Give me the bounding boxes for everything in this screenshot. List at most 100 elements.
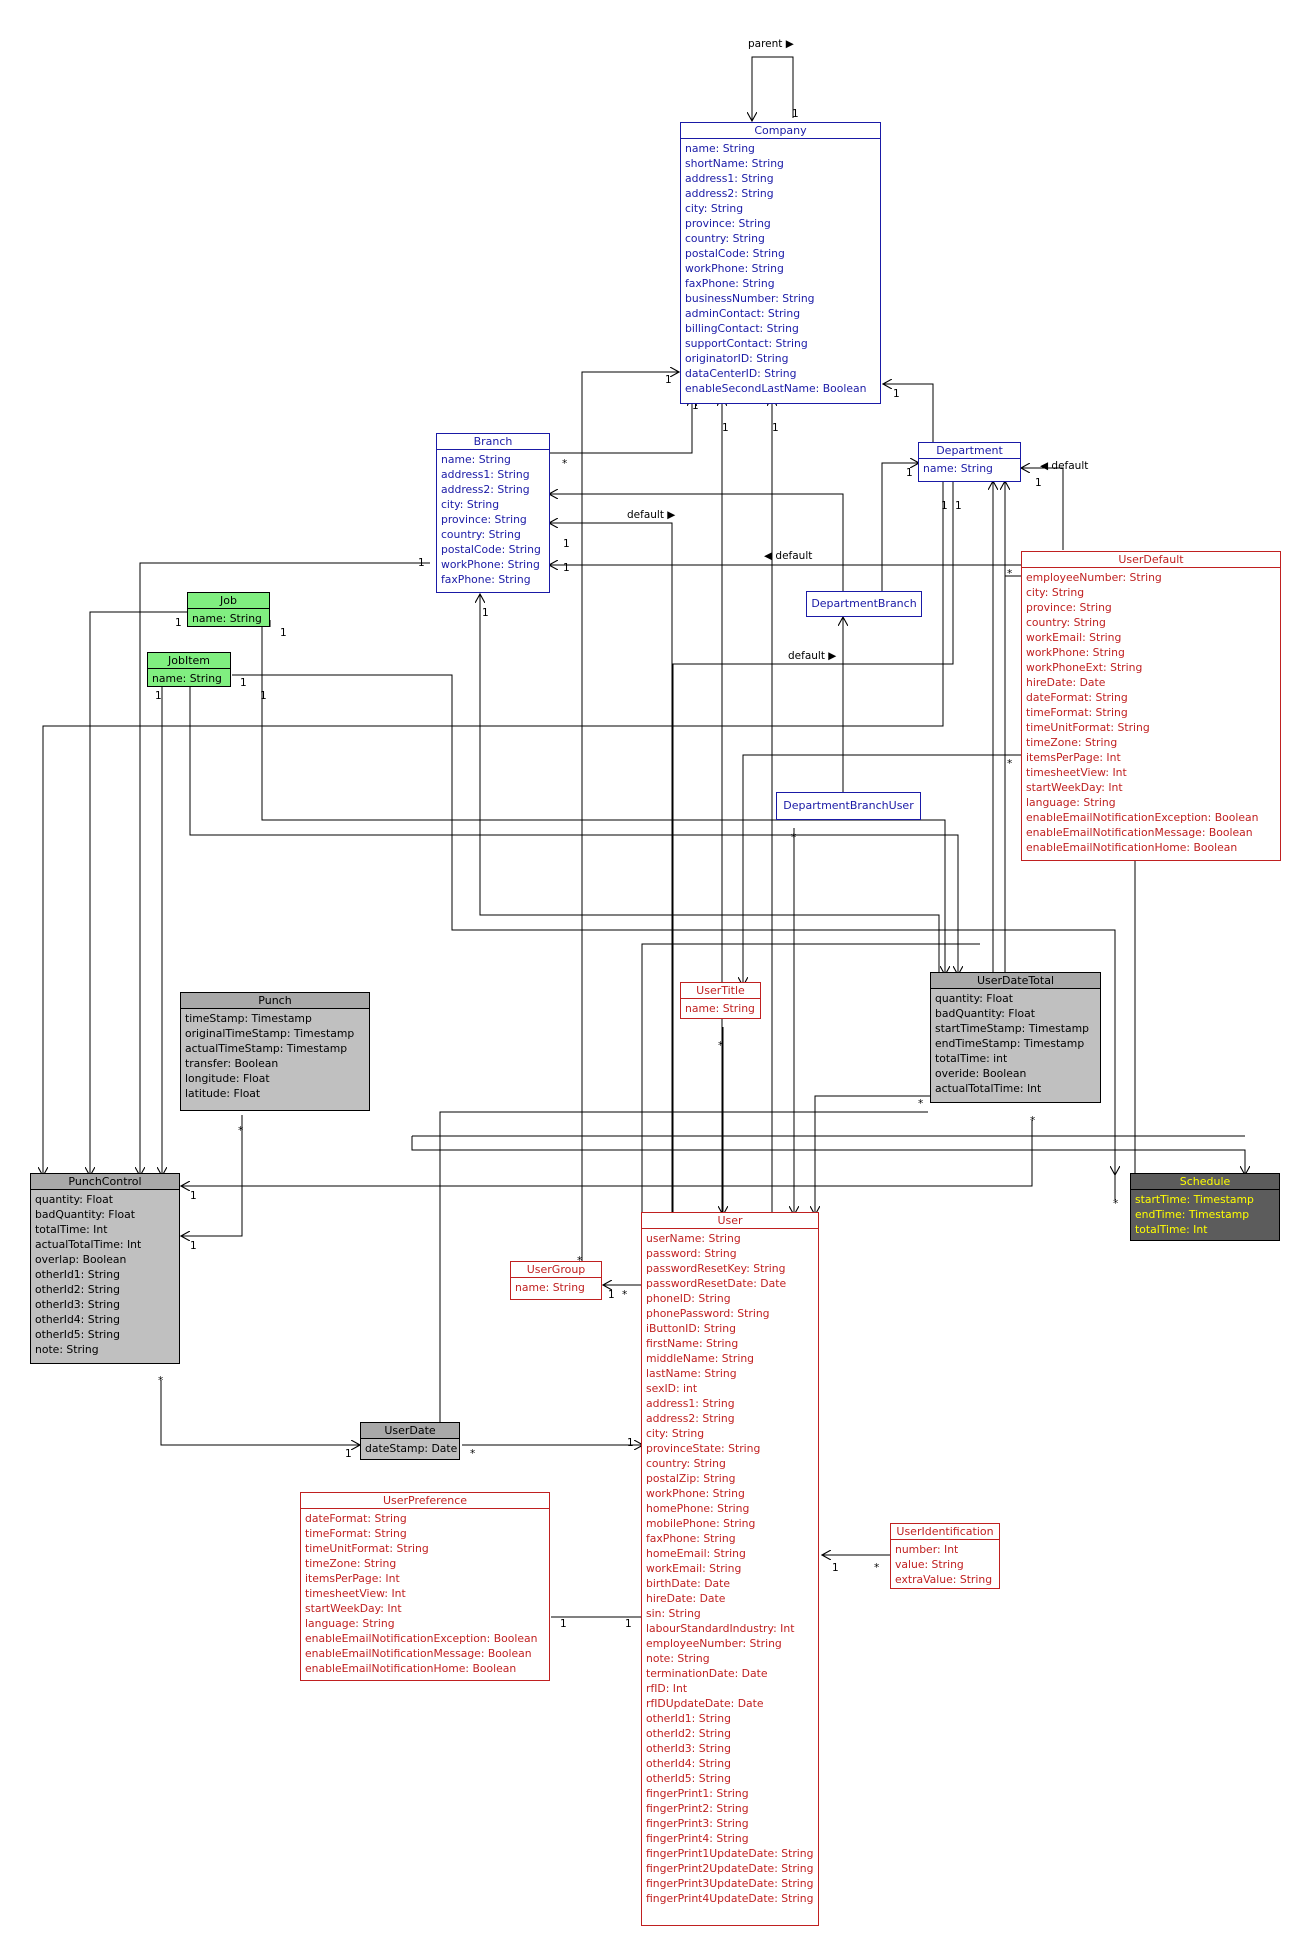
attribute-row: timeUnitFormat: String xyxy=(1026,721,1150,734)
attribute-row: postalCode: String xyxy=(441,543,541,556)
class-title: UserDate xyxy=(361,1423,459,1439)
attribute-row: otherId1: String xyxy=(646,1712,731,1725)
mult-label: * xyxy=(1113,1198,1119,1210)
attribute-row: address2: String xyxy=(441,483,530,496)
attribute-row: homePhone: String xyxy=(646,1502,750,1515)
attribute-row: endTime: Timestamp xyxy=(1135,1208,1250,1221)
attribute-row: extraValue: String xyxy=(895,1573,993,1586)
attribute-row: workPhone: String xyxy=(441,558,540,571)
class-title: DepartmentBranchUser xyxy=(783,799,914,812)
attribute-row: language: String xyxy=(305,1617,395,1630)
class-title: UserDefault xyxy=(1022,552,1280,568)
attribute-row: mobilePhone: String xyxy=(646,1517,756,1530)
mult-label: 1 xyxy=(772,422,779,434)
attribute-row: employeeNumber: String xyxy=(646,1637,782,1650)
attribute-row: workEmail: String xyxy=(646,1562,742,1575)
attribute-row: country: String xyxy=(685,232,765,245)
attribute-row: enableEmailNotificationMessage: Boolean xyxy=(305,1647,532,1660)
attribute-row: employeeNumber: String xyxy=(1026,571,1162,584)
attribute-row: otherId1: String xyxy=(35,1268,120,1281)
attribute-row: address2: String xyxy=(646,1412,735,1425)
attribute-row: dateFormat: String xyxy=(1026,691,1128,704)
mult-label: * xyxy=(874,1562,880,1574)
mult-label: 1 xyxy=(190,1240,197,1252)
attribute-row: rfID: Int xyxy=(646,1682,688,1695)
attribute-row: lastName: String xyxy=(646,1367,737,1380)
mult-label: 1 xyxy=(722,422,729,434)
attribute-row: timeFormat: String xyxy=(305,1527,407,1540)
attribute-row: timeFormat: String xyxy=(1026,706,1128,719)
attribute-row: workPhone: String xyxy=(685,262,784,275)
attribute-row: itemsPerPage: Int xyxy=(305,1572,400,1585)
class-attributes: name: String xyxy=(919,459,1020,478)
class-title: Branch xyxy=(437,434,549,450)
mult-label: 1 xyxy=(627,1437,634,1449)
attribute-row: dataCenterID: String xyxy=(685,367,797,380)
attribute-row: address1: String xyxy=(646,1397,735,1410)
attribute-row: phoneID: String xyxy=(646,1292,731,1305)
attribute-row: totalTime: Int xyxy=(1135,1223,1208,1236)
attribute-row: supportContact: String xyxy=(685,337,808,350)
class-title: DepartmentBranch xyxy=(811,597,917,610)
attribute-row: enableEmailNotificationHome: Boolean xyxy=(305,1662,517,1675)
mult-label: 1 xyxy=(832,1562,839,1574)
class-attributes: name: String xyxy=(148,669,230,688)
mult-label: 1 xyxy=(792,108,799,120)
attribute-row: badQuantity: Float xyxy=(935,1007,1035,1020)
attribute-row: fingerPrint3UpdateDate: String xyxy=(646,1877,814,1890)
class-department-branch-user[interactable]: DepartmentBranchUser xyxy=(776,792,921,820)
mult-label: 1 xyxy=(625,1618,632,1630)
class-title: PunchControl xyxy=(31,1174,179,1190)
attribute-row: timeUnitFormat: String xyxy=(305,1542,429,1555)
class-department-branch[interactable]: DepartmentBranch xyxy=(806,591,922,617)
attribute-row: workEmail: String xyxy=(1026,631,1122,644)
attribute-row: iButtonID: String xyxy=(646,1322,736,1335)
label-default-branch-right: default ▶ xyxy=(627,509,676,521)
attribute-row: passwordResetKey: String xyxy=(646,1262,786,1275)
attribute-row: city: String xyxy=(646,1427,705,1440)
mult-label: 1 xyxy=(665,374,672,386)
attribute-row: originatorID: String xyxy=(685,352,789,365)
mult-label: 1 xyxy=(955,500,962,512)
class-title: UserPreference xyxy=(301,1493,549,1509)
attribute-row: workPhone: String xyxy=(646,1487,745,1500)
attribute-row: endTimeStamp: Timestamp xyxy=(935,1037,1085,1050)
mult-label: 1 xyxy=(1035,477,1042,489)
attribute-row: country: String xyxy=(441,528,521,541)
attribute-row: fingerPrint2: String xyxy=(646,1802,749,1815)
mult-label: * xyxy=(918,1098,924,1110)
attribute-row: timesheetView: Int xyxy=(1026,766,1127,779)
attribute-row: city: String xyxy=(1026,586,1085,599)
attribute-row: startTime: Timestamp xyxy=(1135,1193,1254,1206)
class-user-default[interactable]: UserDefault employeeNumber: String city: S… xyxy=(1021,551,1281,861)
attribute-row: originalTimeStamp: Timestamp xyxy=(185,1027,355,1040)
attribute-row: note: String xyxy=(646,1652,710,1665)
attribute-row: provinceState: String xyxy=(646,1442,761,1455)
attribute-row: value: String xyxy=(895,1558,964,1571)
attribute-row: birthDate: Date xyxy=(646,1577,731,1590)
attribute-row: faxPhone: String xyxy=(441,573,531,586)
attribute-row: city: String xyxy=(685,202,744,215)
attribute-row: province: String xyxy=(685,217,771,230)
class-attributes: name: String xyxy=(511,1278,601,1297)
mult-label: 1 xyxy=(260,690,267,702)
attribute-row: hireDate: Date xyxy=(646,1592,726,1605)
class-title: UserTitle xyxy=(681,983,760,999)
